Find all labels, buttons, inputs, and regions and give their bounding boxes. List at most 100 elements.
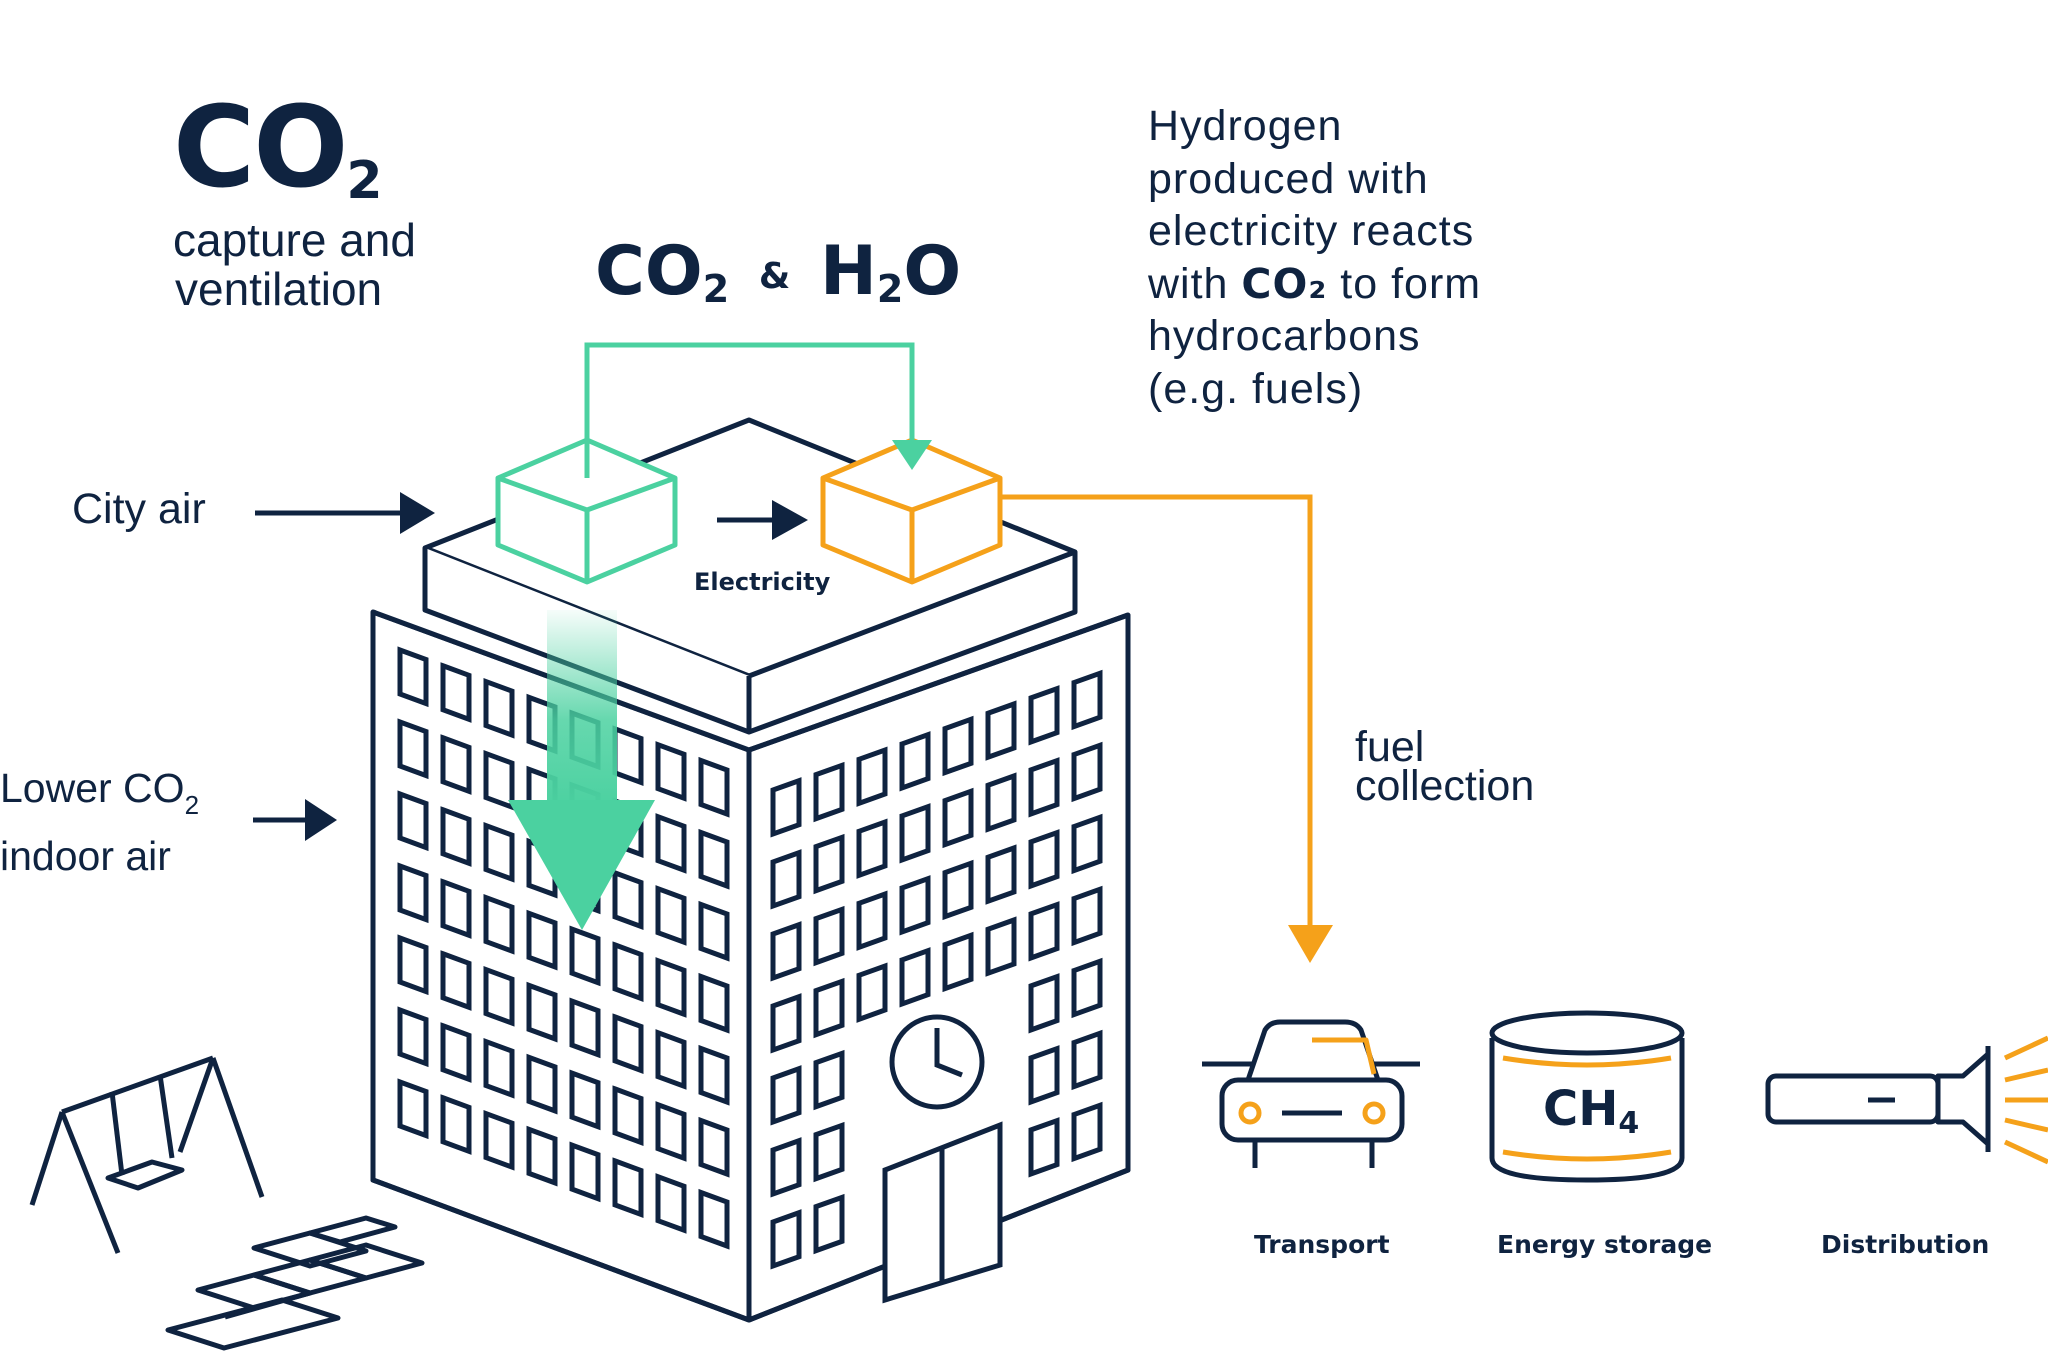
window: [397, 934, 429, 996]
window: [770, 849, 802, 910]
window: [526, 981, 558, 1043]
window: [942, 859, 974, 921]
hydrogen-note-line4-post: to form: [1327, 259, 1482, 308]
window: [1071, 741, 1103, 803]
city-air-arrow: [255, 492, 435, 534]
window: [612, 1013, 644, 1075]
ch4-sub: 4: [1618, 1106, 1640, 1141]
window: [856, 890, 888, 951]
fuel-collection-label: fuel collection: [1355, 723, 1535, 810]
window: [985, 844, 1017, 905]
hydrogen-note-line3: electricity reacts: [1148, 207, 1475, 255]
window: [985, 700, 1017, 761]
lower-co2-text: Lower CO: [0, 765, 185, 811]
window: [813, 977, 845, 1039]
window: [483, 893, 515, 955]
window: [440, 1022, 472, 1083]
window: [1028, 901, 1060, 962]
hydrogen-note-line6: (e.g. fuels): [1148, 364, 1364, 413]
window: [1028, 973, 1060, 1034]
window: [526, 1125, 558, 1187]
window: [770, 1065, 802, 1126]
window: [655, 741, 687, 802]
window: [942, 787, 974, 849]
window: [655, 1101, 687, 1162]
window: [397, 1006, 429, 1068]
window: [483, 821, 515, 883]
window: [698, 1188, 730, 1250]
building-windows-right: [770, 669, 1103, 1270]
electricity-label: Electricity: [694, 568, 831, 596]
window: [698, 1044, 730, 1106]
hydrogen-note-line1: Hydrogen: [1148, 102, 1343, 150]
window: [483, 1109, 515, 1171]
window: [770, 1137, 802, 1198]
indoor-air-arrow: [253, 799, 337, 841]
hydrogen-note-line4: with CO₂ to form: [1148, 258, 1481, 311]
window: [569, 1141, 601, 1203]
hydrogen-note-line4-pre: with: [1148, 259, 1242, 308]
label-amp: &: [758, 256, 791, 297]
window: [856, 818, 888, 879]
fuel-collection-line2: collection: [1355, 762, 1535, 810]
window: [397, 790, 429, 852]
flashlight-icon: [1765, 1035, 2048, 1165]
label-co: CO: [595, 232, 703, 311]
window: [813, 1193, 845, 1255]
fuel-collection-line1: fuel: [1355, 723, 1425, 771]
window: [770, 921, 802, 982]
label-o: O: [903, 232, 962, 311]
window: [1071, 957, 1103, 1019]
window: [1071, 813, 1103, 875]
co2-h2o-label: CO2 & H2O: [595, 238, 961, 311]
title-subtitle-2: ventilation: [175, 263, 383, 315]
window: [569, 997, 601, 1059]
hydrogen-note-line5: hydrocarbons: [1148, 312, 1421, 360]
window: [899, 803, 931, 864]
window: [1028, 757, 1060, 818]
ch4-text: CH: [1543, 1081, 1619, 1137]
window: [770, 993, 802, 1054]
window: [985, 916, 1017, 977]
window: [813, 1121, 845, 1183]
city-air-label: City air: [72, 485, 206, 533]
window: [655, 813, 687, 874]
window: [397, 1078, 429, 1140]
ch4-label: CH4: [1543, 1085, 1639, 1139]
fuel-pipe: [1000, 494, 1333, 963]
transport-label: Transport: [1254, 1230, 1390, 1259]
window: [1028, 1045, 1060, 1106]
tank-icon: [1489, 1010, 1685, 1183]
diagram-title: CO2: [173, 92, 383, 207]
window: [483, 1037, 515, 1099]
window: [942, 715, 974, 777]
car-icon: [1202, 1019, 1420, 1168]
window: [483, 677, 515, 739]
building-door: [882, 1121, 1003, 1304]
window: [397, 862, 429, 924]
window: [612, 869, 644, 931]
window: [813, 905, 845, 967]
swing-set-icon: [29, 1055, 265, 1254]
window: [655, 1173, 687, 1234]
window: [813, 761, 845, 823]
window: [899, 731, 931, 792]
window: [440, 734, 472, 795]
lower-co2-sub: 2: [184, 790, 200, 820]
label-h-sub: 2: [876, 267, 904, 311]
window: [770, 1209, 802, 1270]
window: [770, 777, 802, 838]
window: [440, 878, 472, 939]
window: [655, 1029, 687, 1090]
distribution-label: Distribution: [1821, 1230, 1990, 1259]
lower-co2-label: Lower CO2 indoor air: [0, 763, 199, 882]
window: [856, 962, 888, 1023]
window: [1071, 1101, 1103, 1163]
window: [612, 941, 644, 1003]
window: [655, 885, 687, 946]
window: [813, 833, 845, 895]
window: [899, 875, 931, 936]
window: [1028, 829, 1060, 890]
window: [569, 1069, 601, 1131]
